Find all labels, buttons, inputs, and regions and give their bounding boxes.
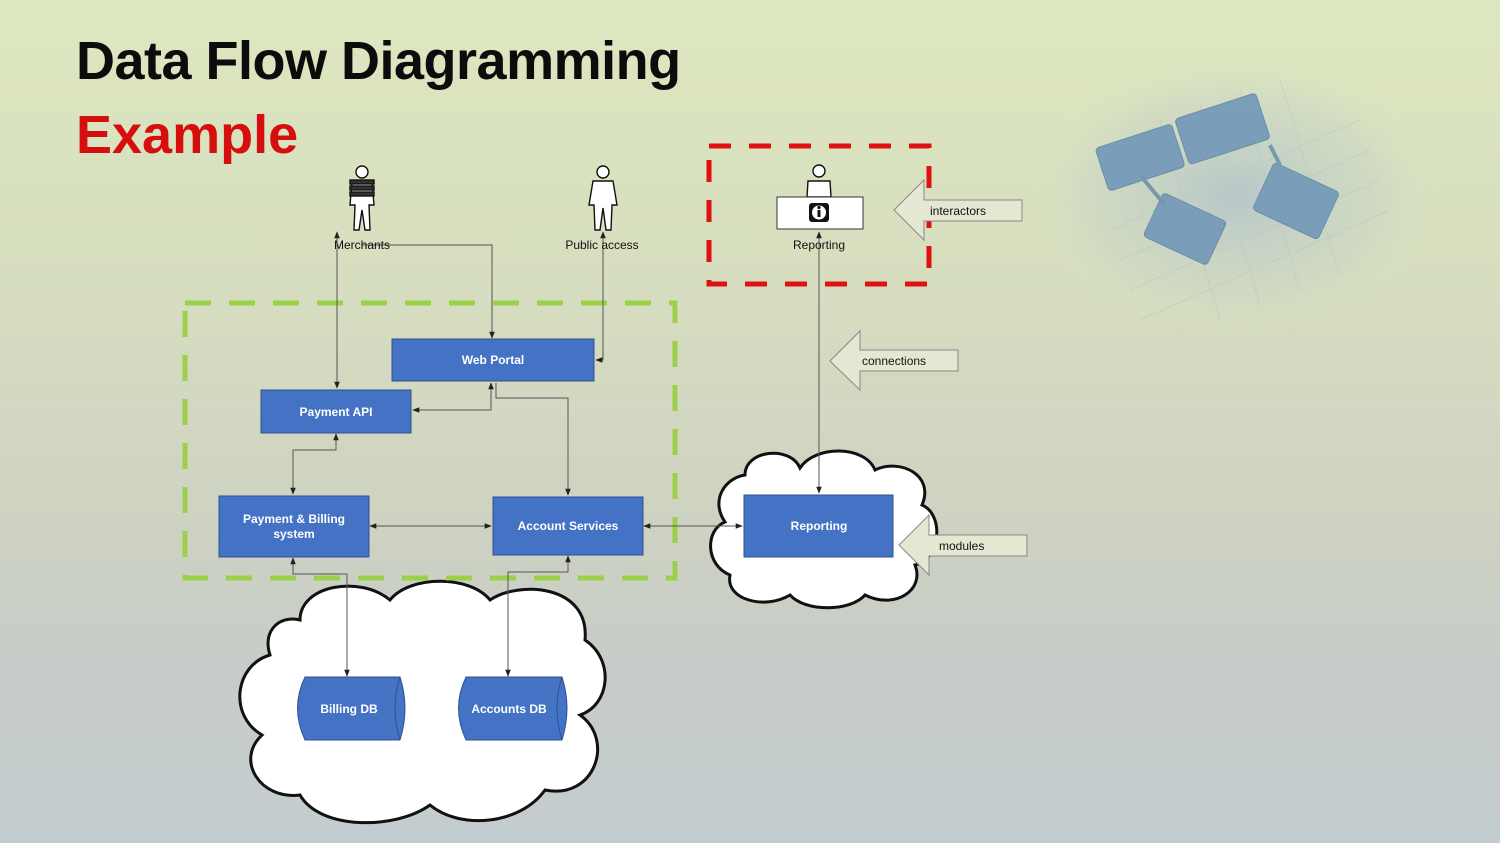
person-icon [806,164,832,198]
web-portal-label: Web Portal [462,353,524,367]
payment-billing-label-line1: Payment & Billing [243,512,345,526]
reporting-label: Reporting [791,519,848,533]
modules-callout: modules [898,513,1028,577]
connection-payment-api-billing [290,433,339,495]
public-access-actor: Public access [565,165,639,252]
billing-db: Billing DB [297,676,406,741]
slide-subtitle: Example [76,105,299,165]
modules-label: modules [939,539,984,553]
slide-title: Data Flow Diagramming [76,31,681,91]
payment-billing-box: Payment & Billing system [218,495,370,558]
connection-web-portal-payment-api [412,382,494,413]
connection-web-portal-account-services [495,383,571,496]
person-icon [588,165,618,231]
connection-merchants-web-portal [362,244,495,339]
decorative-flowchart-image [1025,55,1445,335]
account-services-label: Account Services [518,519,619,533]
accounts-db-label: Accounts DB [471,702,547,716]
connections [290,231,822,677]
merchants-label: Merchants [334,238,390,252]
connections-label: connections [862,354,926,368]
merchants-actor: Merchants [334,165,390,252]
reporting-actor: Reporting [776,164,864,252]
connections-callout: connections [829,329,959,392]
connection-account-services-accounts-db [505,555,571,677]
billing-db-label: Billing DB [320,702,378,716]
web-portal-box: Web Portal [391,338,595,382]
system-boundary [182,300,678,581]
interactors-label: interactors [930,204,986,218]
info-icon [809,203,829,222]
person-icon [349,165,375,231]
accounts-db: Accounts DB [458,676,568,741]
connection-billing-billing-db [290,557,350,677]
account-services-box: Account Services [492,496,644,556]
payment-billing-label-line2: system [273,527,314,541]
interactors-callout: interactors [893,178,1023,242]
connection-public-web-portal [595,231,606,363]
payment-api-box: Payment API [260,389,412,434]
payment-api-label: Payment API [300,405,373,419]
reporting-box: Reporting [743,494,894,558]
reporting-actor-label: Reporting [793,238,845,252]
public-access-label: Public access [565,238,638,252]
